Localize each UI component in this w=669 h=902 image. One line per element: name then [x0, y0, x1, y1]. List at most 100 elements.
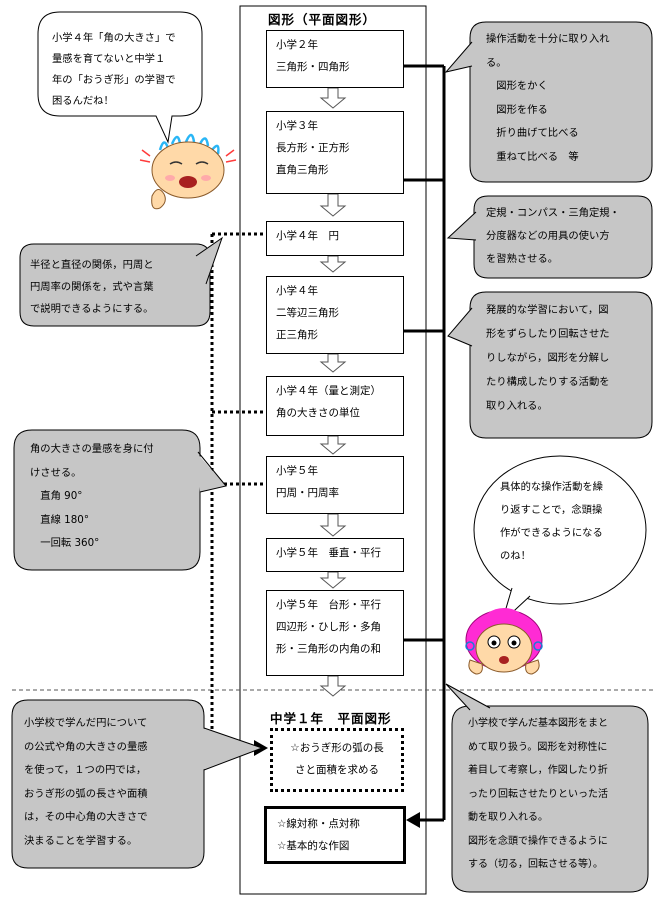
down-arrow [319, 87, 347, 109]
note-line: 図形をかく [486, 80, 548, 92]
column-frame [239, 5, 427, 895]
flow-box-line: 三角形・四角形 [276, 61, 350, 73]
flow-box-line: 小学４年 円 [276, 230, 339, 242]
flow-box-line: 直角三角形 [276, 164, 329, 176]
flow-box-grade4-angle: 小学４年（量と測定） 角の大きさの単位 [266, 376, 404, 436]
flow-box-line: 小学３年 [276, 120, 318, 132]
down-arrow [319, 193, 347, 217]
bubble-tools [473, 195, 653, 279]
flow-box-line: ☆基本的な作図 [277, 840, 350, 852]
note-line: めて取り扱う。図形を対称性に [468, 741, 608, 753]
flow-box-line: 小学５年 [276, 465, 318, 477]
flow-box-line: 二等辺三角形 [276, 307, 339, 319]
note-line: 具体的な操作活動を繰 [500, 481, 603, 493]
note-line: 操作活動を十分に取り入れ [486, 33, 610, 45]
flow-box-grade2: 小学２年 三角形・四角形 [266, 30, 404, 88]
note-line: を習熟させる。 [486, 253, 559, 265]
note-line: を使って，１つの円では， [24, 764, 147, 776]
flow-box-grade4-circle: 小学４年 円 [266, 221, 404, 256]
flow-box-grade5-perpendicular: 小学５年 垂直・平行 [266, 538, 404, 572]
note-line: 分度器などの用具の使い方 [486, 230, 610, 242]
note-line: 小学校で学んだ基本図形をまと [468, 718, 608, 729]
note-line: ったり回転させたりといった活 [468, 788, 608, 800]
flow-box-line: 四辺形・ひし形・多角 [276, 621, 381, 633]
note-line: 着目して考察し，作図したり折 [468, 765, 608, 776]
note-line: 図形を作る [486, 103, 548, 116]
flow-box-line: 角の大きさの単位 [276, 407, 360, 419]
diagram-title: 図形（平面図形） [268, 12, 377, 27]
note-tools: 定規・コンパス・三角定規・ 分度器などの用具の使い方 を習熟させる。 [480, 202, 652, 271]
down-arrow [319, 353, 347, 373]
flow-box-line: 小学２年 [276, 39, 318, 51]
note-line: 小学校で学んだ円について [24, 717, 148, 729]
bubble-middle-school [451, 705, 649, 893]
note-line: りしながら，図形を分解し [486, 352, 610, 364]
down-arrow [319, 571, 347, 589]
flow-box-grade5-circumference: 小学５年 円周・円周率 [266, 456, 404, 514]
note-line: けさせる。 [30, 466, 82, 479]
note-line: 重ねて比べる 等 [486, 150, 579, 163]
note-line: 形をずらしたり回転させた [486, 328, 610, 340]
note-line: 直角 90° [30, 490, 83, 502]
flow-box-line: 小学５年 垂直・平行 [276, 547, 381, 559]
flow-box-grade5-polygons: 小学５年 台形・平行 四辺形・ひし形・多角 形・三角形の内角の和 [266, 590, 404, 676]
note-line: 直線 180° [30, 513, 89, 526]
flow-box-grade3: 小学３年 長方形・正方形 直角三角形 [266, 111, 404, 194]
note-middle-school: 小学校で学んだ基本図形をまと めて取り扱う。図形を対称性に 着目して考察し，作図… [460, 712, 656, 877]
note-line: 一回転 360° [30, 537, 100, 549]
down-arrow [319, 435, 347, 455]
note-line: は，その中心角の大きさで [24, 811, 148, 823]
flow-box-line: 形・三角形の内角の和 [276, 643, 381, 655]
note-angle: 角の大きさの量感を身に付 けさせる。 直角 90° 直線 180° 一回転 36… [20, 434, 200, 556]
flow-box-line: 小学４年 [276, 285, 318, 297]
down-arrow [319, 513, 347, 537]
note-development: 発展的な学習において，図 形をずらしたり回転させた りしながら，図形を分解し た… [480, 298, 652, 418]
note-line: 動を取り入れる。 [468, 812, 548, 823]
boy-character-icon [139, 133, 237, 210]
note-line: 角の大きさの量感を身に付 [30, 443, 154, 455]
note-line: 困るんだね！ [52, 95, 114, 107]
solid-bracket [403, 64, 446, 822]
flow-box-grade4-triangles: 小学４年 二等辺三角形 正三角形 [266, 276, 404, 354]
flow-box-line: 円周・円周率 [276, 487, 339, 499]
note-sector: 小学校で学んだ円について の公式や角の大きさの量感 を使って，１つの円では， お… [16, 712, 206, 853]
note-line: で説明できるようにする。 [30, 303, 154, 315]
note-line: する（切る，回転させる等）。 [468, 859, 603, 870]
note-line: 円周率の関係を，式や言葉 [30, 281, 154, 293]
note-line: 年の「おうぎ形」の学習で [52, 74, 176, 86]
note-line: の公式や角の大きさの量感 [24, 740, 148, 753]
bubble-operation [469, 21, 653, 183]
bubble-development [469, 291, 653, 439]
note-line: 折り曲げて比べる [486, 127, 579, 139]
note-girl: 具体的な操作活動を繰 り返すことで，念頭操 作ができるようになる のね！ [496, 476, 646, 568]
note-line: 決まることを学習する。 [24, 834, 138, 847]
flow-box-line: ☆おうぎ形の弧の長 [290, 742, 384, 754]
note-operation: 操作活動を十分に取り入れ る。 図形をかく 図形を作る 折り曲げて比べる 重ねて… [480, 28, 650, 169]
down-arrow [319, 255, 347, 273]
girl-character-icon [465, 608, 543, 675]
note-line: 小学４年「角の大きさ」で [52, 32, 176, 44]
note-line: る。 [486, 56, 507, 69]
note-line: おうぎ形の弧の長さや面積 [24, 787, 148, 800]
bubble-girl [473, 455, 647, 605]
note-line: たり構成したりする活動を [486, 376, 610, 388]
note-line: 発展的な学習において，図 [486, 304, 609, 316]
down-arrow [319, 675, 347, 697]
speech-bubbles [11, 11, 653, 893]
note-boy: 小学４年「角の大きさ」で 量感を育てないと中学１ 年の「おうぎ形」の学習で 困る… [46, 24, 206, 112]
flow-box-line: さと面積を求める [295, 764, 379, 776]
middle-box-sector: ☆おうぎ形の弧の長 さと面積を求める [270, 728, 404, 792]
dotted-bracket [210, 232, 266, 750]
middle-school-title: 中学１年 平面図形 [270, 711, 392, 726]
note-line: 図形を念頭で操作できるように [468, 835, 608, 847]
down-arrows [319, 87, 347, 697]
note-line: り返すことで，念頭操 [500, 504, 603, 516]
note-line: のね！ [500, 550, 531, 562]
note-line: 定規・コンパス・三角定規・ [486, 207, 620, 219]
flow-box-line: 長方形・正方形 [276, 142, 350, 154]
bubble-angle [13, 429, 201, 571]
flow-box-line: ☆線対称・点対称 [277, 818, 360, 830]
bubble-boy [37, 11, 203, 144]
solid-arrowhead [406, 812, 420, 828]
